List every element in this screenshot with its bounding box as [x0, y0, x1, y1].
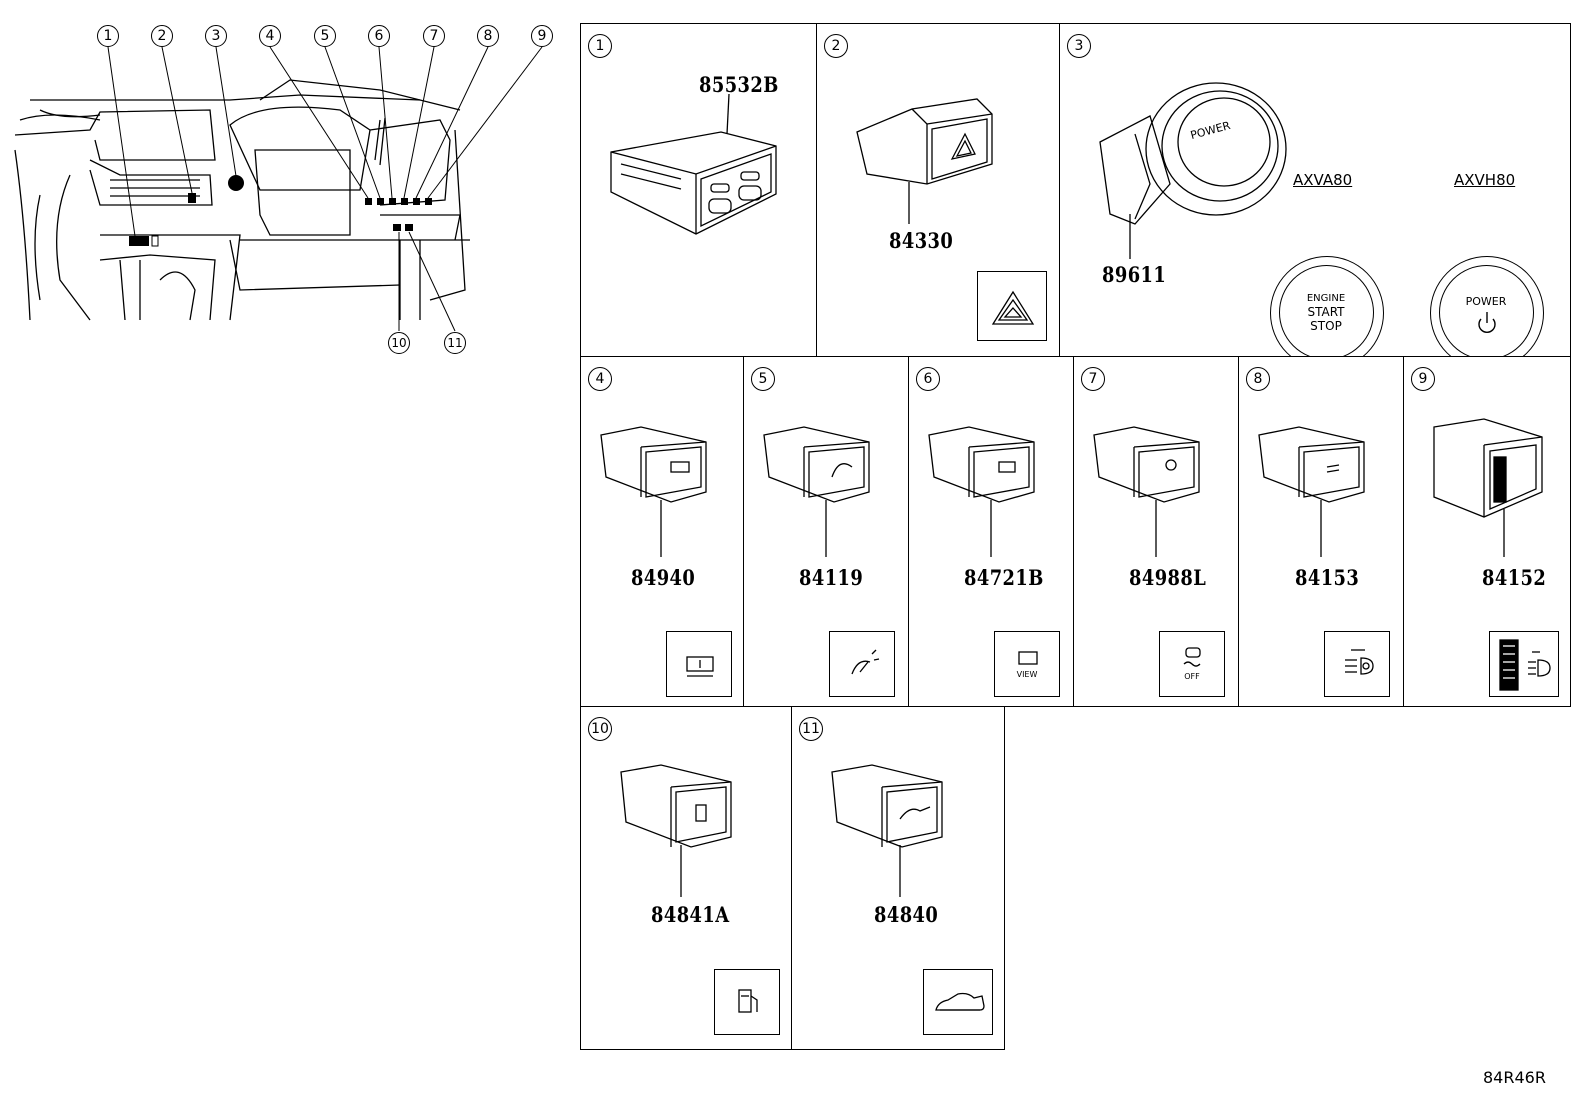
- view-camera-icon: [1018, 651, 1038, 665]
- off-label: OFF: [1184, 672, 1200, 681]
- power-symbol-icon: [1478, 312, 1496, 333]
- hazard-switch-drawing: [856, 98, 993, 224]
- overview-callout: 8: [477, 25, 499, 47]
- part-number: 84119: [799, 565, 864, 590]
- part-cell-7: 7 84988L OFF: [1073, 356, 1239, 707]
- switch-drawing: [1093, 426, 1200, 557]
- part-number: 89611: [1102, 262, 1167, 287]
- engine-start-stop-button: ENGINE START STOP: [1270, 256, 1384, 370]
- part-number: 84153: [1295, 565, 1360, 590]
- cell-number: 8: [1246, 367, 1270, 391]
- part-number: 84152: [1482, 565, 1547, 590]
- overview-callout: 9: [531, 25, 553, 47]
- part-cell-3: 3 89611 POWER AXVA80 AXVH80 ENGINE START…: [1059, 23, 1571, 370]
- cell-number: 7: [1081, 367, 1105, 391]
- part-cell-9: 9 84152: [1403, 356, 1571, 707]
- part-cell-6: 6 84721B VIEW: [908, 356, 1074, 707]
- icon-box: [1489, 631, 1559, 697]
- view-label: VIEW: [1016, 670, 1038, 679]
- power-button: POWER: [1430, 256, 1544, 370]
- variant-label: AXVA80: [1293, 171, 1353, 189]
- icon-box: [923, 969, 993, 1035]
- icon-box: [666, 631, 732, 697]
- overview-callout: 1: [97, 25, 119, 47]
- trunk-open-icon: [935, 992, 985, 1011]
- switch-drawing: [763, 426, 870, 557]
- hazard-icon-box: [977, 271, 1047, 341]
- part-number: 84988L: [1129, 565, 1207, 590]
- traction-off-icon: [1183, 647, 1201, 667]
- icon-box: [1324, 631, 1390, 697]
- overview-callout: 2: [151, 25, 173, 47]
- switch-drawing: [620, 764, 732, 897]
- cell-number: 4: [588, 367, 612, 391]
- auto-headlight-icon: [1345, 649, 1374, 675]
- overview-callout: 6: [368, 25, 390, 47]
- cell-number: 9: [1411, 367, 1435, 391]
- switch-drawing: [831, 764, 943, 897]
- part-cell-11: 11 84840: [791, 706, 1005, 1050]
- part-number: 84841A: [651, 902, 730, 927]
- icon-box: OFF: [1159, 631, 1225, 697]
- part-number: 85532B: [699, 72, 779, 97]
- cell-number: 2: [824, 34, 848, 58]
- overview-callout: 3: [205, 25, 227, 47]
- usb-charger-icon: [610, 93, 777, 235]
- button-line: POWER: [1465, 295, 1507, 308]
- cell-number: 1: [588, 34, 612, 58]
- dimmer-wheel-icon: [1499, 639, 1551, 691]
- cell-number: 6: [916, 367, 940, 391]
- part-cell-4: 4 84940: [580, 356, 744, 707]
- part-cell-5: 5 84119: [743, 356, 909, 707]
- icon-box: [714, 969, 780, 1035]
- overview-callout: 5: [314, 25, 336, 47]
- button-line: ENGINE: [1306, 293, 1346, 304]
- wiper-light-icon: [851, 649, 880, 675]
- part-number: 84940: [631, 565, 696, 590]
- dashboard-line-drawing: [14, 46, 543, 332]
- part-number: 84330: [889, 228, 954, 253]
- overview-callout: 4: [259, 25, 281, 47]
- switch-drawing: [928, 426, 1035, 557]
- cell-number: 11: [799, 717, 823, 741]
- overview-callout: 7: [423, 25, 445, 47]
- switch-drawing: [600, 426, 707, 557]
- power-switch-drawing: [1099, 82, 1287, 259]
- cell-number: 3: [1067, 34, 1091, 58]
- cell-number: 10: [588, 717, 612, 741]
- fuel-door-icon: [738, 989, 758, 1013]
- part-cell-2: 2 84330: [816, 23, 1060, 357]
- switch-drawing: [1258, 426, 1365, 557]
- icon-box: [829, 631, 895, 697]
- part-cell-1: 1 85532B: [580, 23, 817, 357]
- part-number: 84840: [874, 902, 939, 927]
- variant-label: AXVH80: [1454, 171, 1516, 189]
- diagram-code: 84R46R: [1483, 1068, 1546, 1087]
- icon-box: VIEW: [994, 631, 1060, 697]
- button-line: START: [1307, 305, 1345, 319]
- dashcam-switch-icon: [686, 656, 714, 677]
- overview-callout: 11: [444, 332, 466, 354]
- part-cell-10: 10 84841A: [580, 706, 792, 1050]
- button-line: STOP: [1310, 319, 1342, 333]
- part-number: 84721B: [964, 565, 1044, 590]
- part-cell-8: 8 84153: [1238, 356, 1404, 707]
- hazard-triangle-icon: [991, 290, 1035, 325]
- overview-callout: 10: [388, 332, 410, 354]
- dashboard-overview: 1 2 3 4 5 6 7 8 9 10 11: [0, 0, 560, 360]
- switch-drawing: [1433, 418, 1543, 557]
- cell-number: 5: [751, 367, 775, 391]
